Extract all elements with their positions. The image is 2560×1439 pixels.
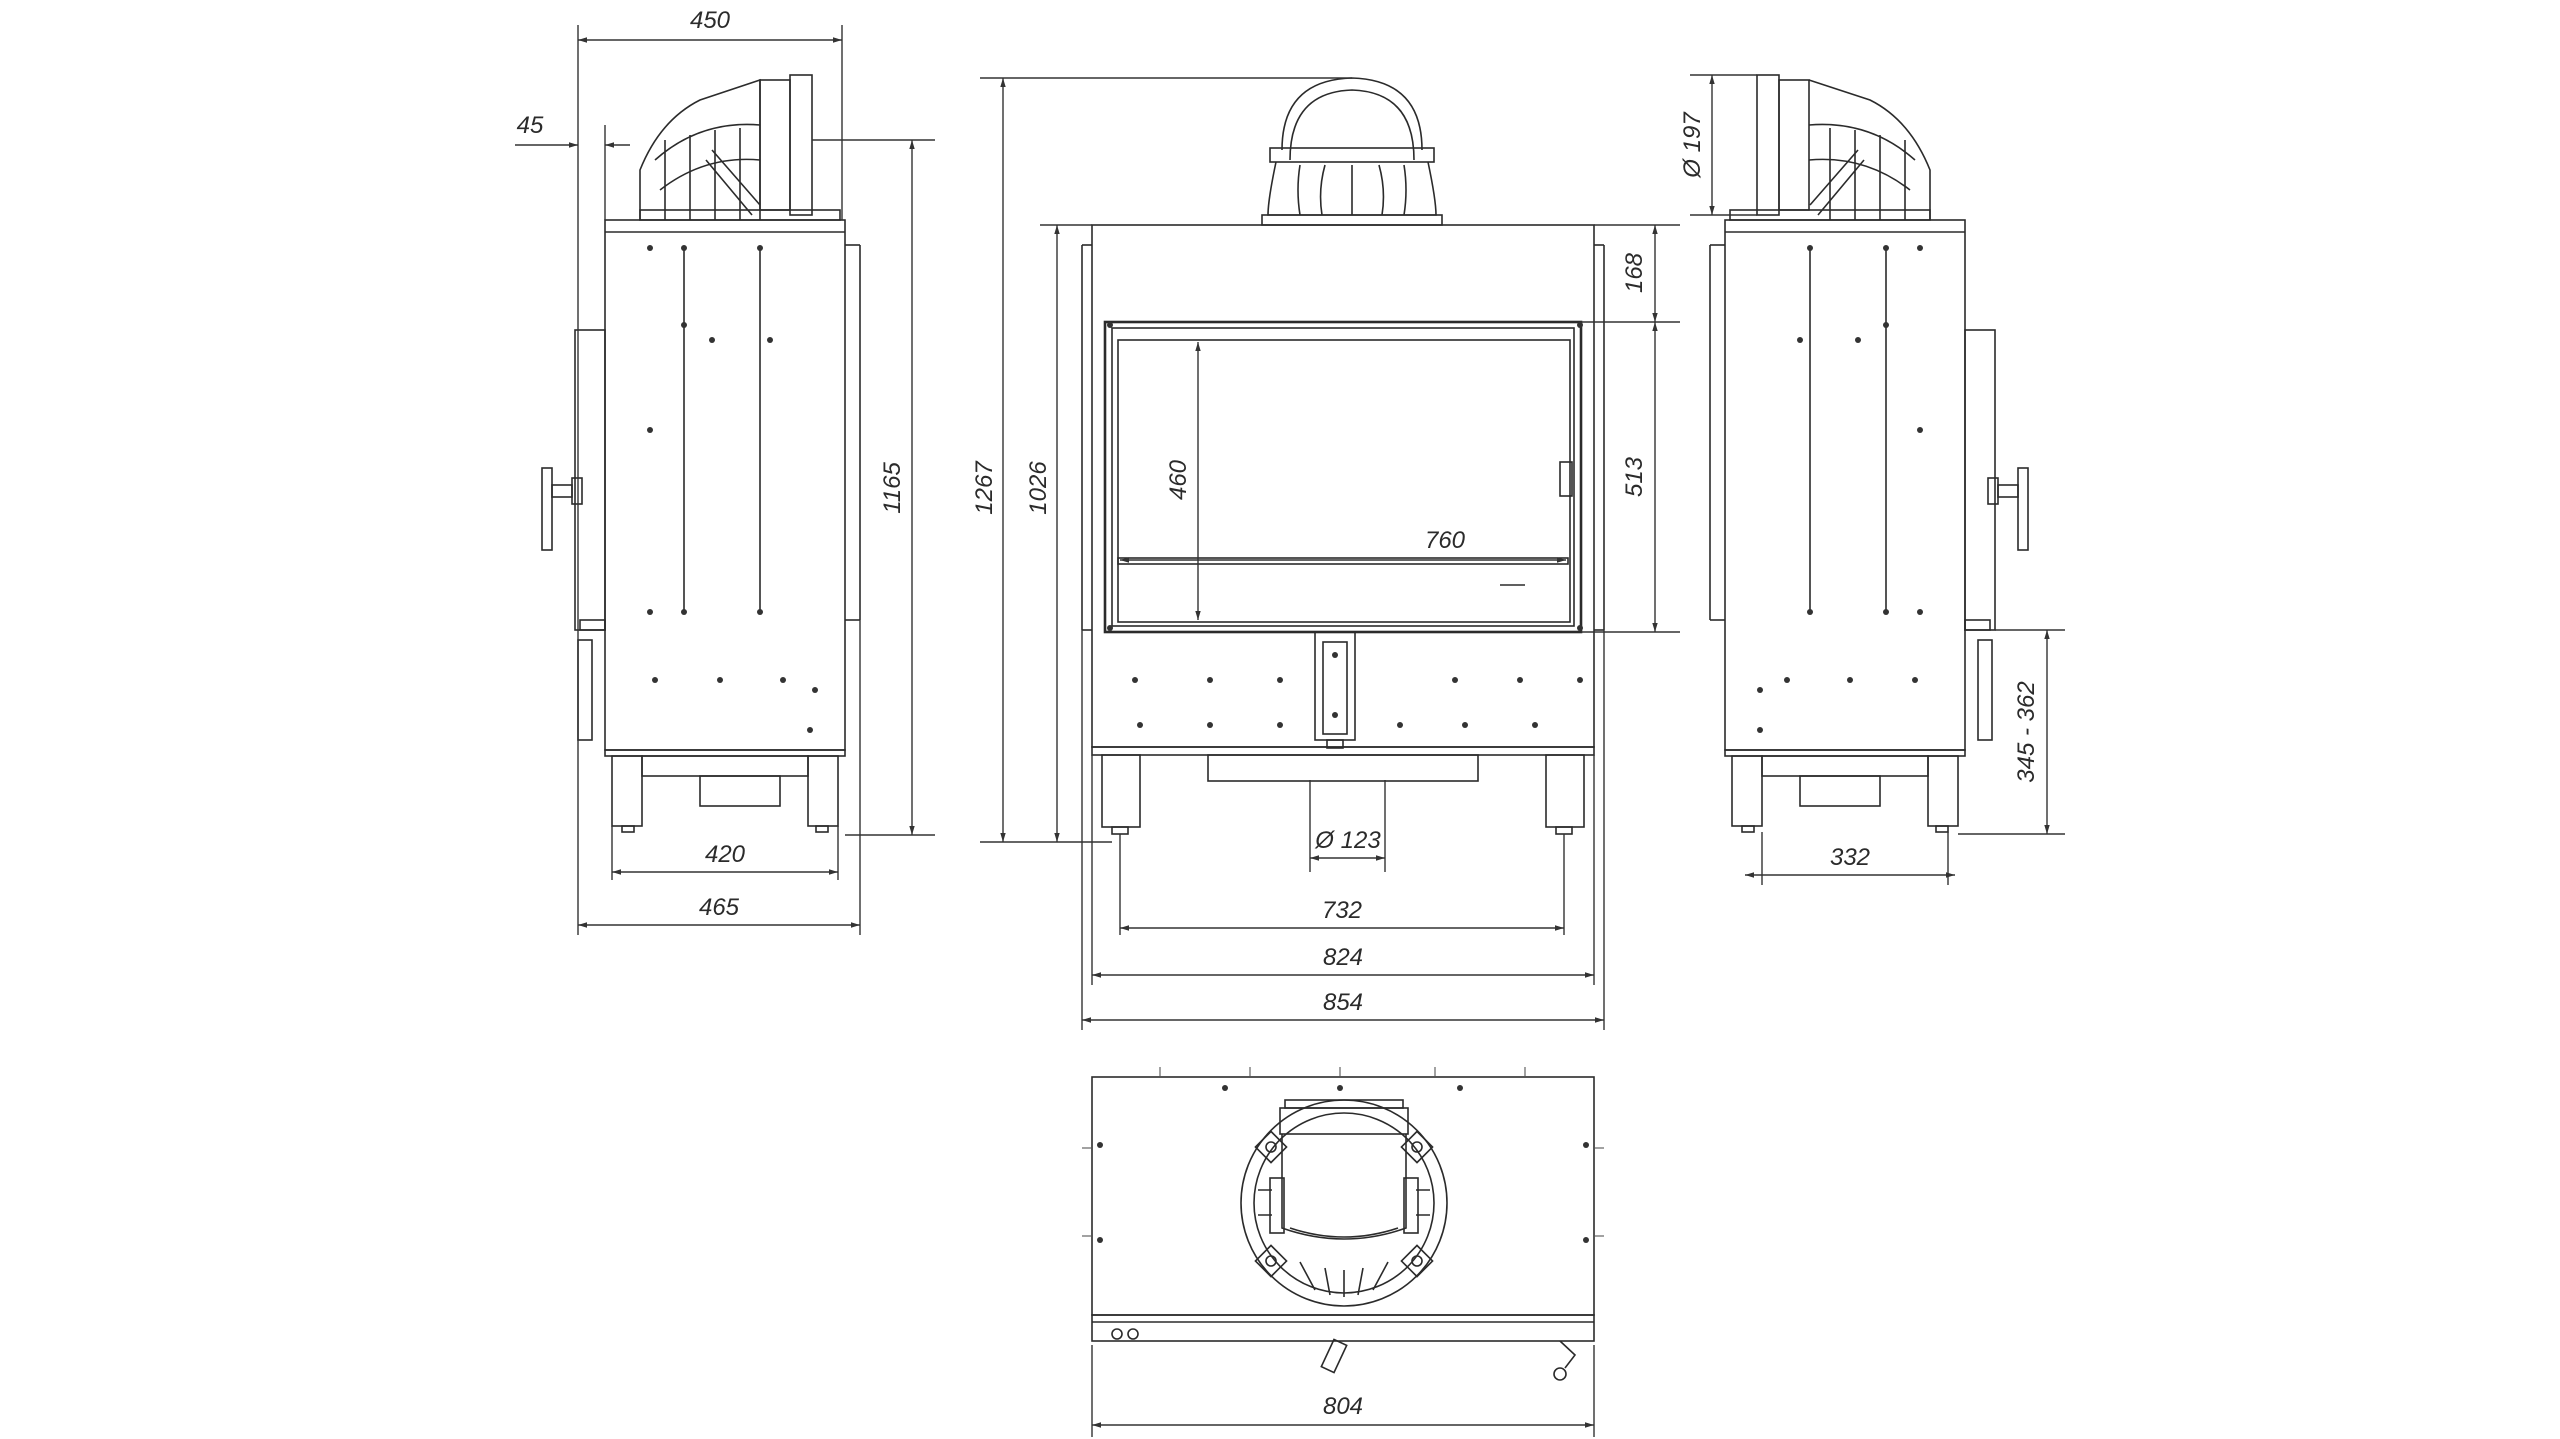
dim-label-345-362: 345 - 362 <box>2013 681 2040 782</box>
body-left <box>604 219 846 751</box>
door-handle-right <box>1964 329 2029 741</box>
flue-elbow-left <box>639 74 841 221</box>
dim-760: 760 <box>1120 527 1566 563</box>
front-view <box>1081 77 1605 835</box>
dim-460: 460 <box>1165 342 1201 620</box>
door-handle-left <box>541 329 606 741</box>
dim-420: 420 <box>611 826 839 880</box>
air-damper <box>1314 631 1356 749</box>
dim-854: 854 <box>1081 630 1605 1030</box>
dim-label-168: 168 <box>1621 252 1648 293</box>
dim-label-804: 804 <box>1323 1393 1363 1420</box>
body-right <box>1724 219 1966 751</box>
side-view-left <box>541 74 861 833</box>
dim-label-450: 450 <box>690 7 731 34</box>
dim-1026: 1026 <box>1025 224 1092 842</box>
dim-824: 824 <box>1091 755 1595 985</box>
dim-732: 732 <box>1119 834 1565 935</box>
dim-168: 168 <box>1581 224 1680 323</box>
dim-label-1165: 1165 <box>879 462 906 514</box>
dim-45: 45 <box>515 60 630 220</box>
dim-label-824: 824 <box>1323 944 1363 971</box>
side-view-right <box>1709 74 2029 833</box>
flue-dome <box>1261 77 1443 226</box>
dim-label-123: Ø 123 <box>1314 827 1381 854</box>
dim-450: 450 <box>577 7 843 220</box>
dim-label-465: 465 <box>699 894 740 921</box>
dim-label-460: 460 <box>1165 459 1192 500</box>
dim-804: 804 <box>1091 1345 1595 1437</box>
dim-513: 513 <box>1581 322 1680 633</box>
dim-123: Ø 123 <box>1309 780 1386 872</box>
dim-345-362: 345 - 362 <box>1958 629 2065 835</box>
dim-1165: 1165 <box>812 139 935 836</box>
flue-collar-top <box>1240 1099 1448 1307</box>
flue-elbow-right <box>1729 74 1931 221</box>
dim-label-1026: 1026 <box>1025 461 1052 515</box>
dim-label-513: 513 <box>1621 456 1648 497</box>
dim-label-332: 332 <box>1830 844 1870 871</box>
dim-465: 465 <box>577 150 861 935</box>
dim-label-732: 732 <box>1322 897 1362 924</box>
dim-label-420: 420 <box>705 841 746 868</box>
dim-label-197: Ø 197 <box>1679 111 1706 179</box>
top-view <box>1082 1067 1604 1381</box>
dim-label-45: 45 <box>517 112 544 139</box>
dim-332: 332 <box>1745 832 1955 885</box>
dim-label-1267: 1267 <box>971 460 998 515</box>
dim-label-760: 760 <box>1425 527 1466 554</box>
dim-1267: 1267 <box>971 77 1352 843</box>
dim-197: Ø 197 <box>1679 74 1757 216</box>
dim-label-854: 854 <box>1323 989 1363 1016</box>
